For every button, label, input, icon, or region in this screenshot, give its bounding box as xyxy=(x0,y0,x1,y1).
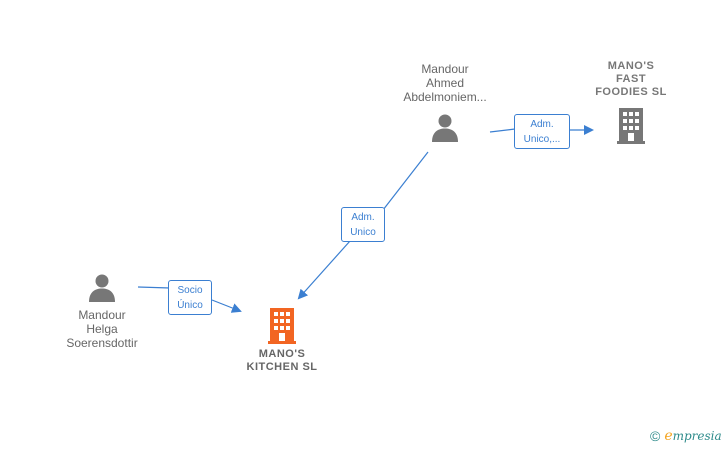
node-helga-name[interactable]: Mandour Helga Soerensdottir xyxy=(66,308,138,350)
node-ahmed[interactable]: Mandour Ahmed Abdelmoniem... xyxy=(385,62,505,142)
edge-ahmed-kitchen-arrow xyxy=(297,240,351,300)
node-kitchen[interactable]: MANO'S KITCHEN SL xyxy=(232,308,332,374)
brand-logo[interactable]: empresia xyxy=(664,428,722,444)
node-fast-foodies[interactable]: MANO'S FAST FOODIES SL xyxy=(586,60,676,144)
edge-ahmed-kitchen xyxy=(382,151,429,211)
person-icon xyxy=(50,272,154,302)
building-icon xyxy=(586,108,676,144)
edge-label-ahmed-kitchen[interactable]: Adm. Unico xyxy=(341,207,385,242)
copyright-icon: © xyxy=(650,428,661,444)
edge-label-line1: Adm. xyxy=(351,212,375,223)
node-ahmed-name[interactable]: Mandour Ahmed Abdelmoniem... xyxy=(403,62,487,104)
edge-label-line2: Unico xyxy=(350,227,376,238)
edge-label-line2: Unico,... xyxy=(523,134,561,145)
edge-label-line1: Adm. xyxy=(530,119,554,130)
edge-helga-kitchen-arrow xyxy=(211,299,242,313)
edge-ahmed-foodies xyxy=(489,128,516,133)
edge-label-helga-kitchen[interactable]: Socio Único xyxy=(168,280,212,315)
node-helga[interactable]: Mandour Helga Soerensdottir xyxy=(50,272,154,350)
edge-label-line2: Único xyxy=(177,300,203,311)
edge-label-line1: Socio xyxy=(177,285,203,296)
edge-helga-kitchen xyxy=(137,286,171,289)
person-icon xyxy=(385,112,505,142)
building-icon xyxy=(232,308,332,344)
edge-label-ahmed-foodies[interactable]: Adm. Unico,... xyxy=(514,114,570,149)
footer-branding: © empresia xyxy=(650,428,722,444)
node-fast-foodies-name[interactable]: MANO'S FAST FOODIES SL xyxy=(595,60,667,98)
node-kitchen-name[interactable]: MANO'S KITCHEN SL xyxy=(246,348,318,373)
